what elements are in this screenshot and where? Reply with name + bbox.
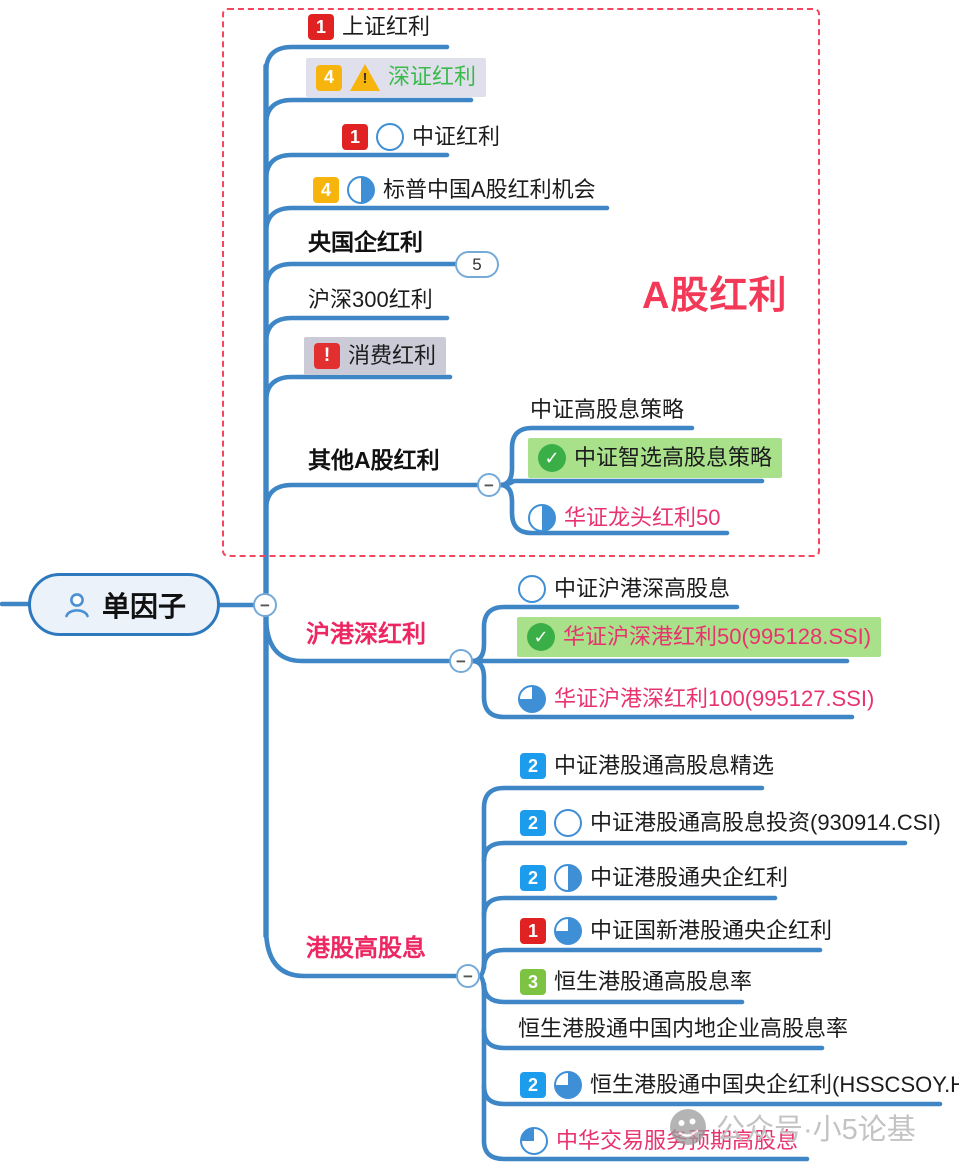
topic-hk-connect-select[interactable]: 2 中证港股通高股息精选 (520, 753, 775, 780)
branch-label: 沪港深红利 (306, 621, 426, 648)
check-icon: ✓ (538, 444, 566, 472)
priority-2-icon: 2 (520, 810, 546, 836)
watermark: 公众号·小5论基 (668, 1106, 916, 1148)
task-75-icon (518, 685, 546, 713)
topic-shenzheng-dividend[interactable]: 4 ! 深证红利 (306, 58, 487, 97)
topic-sp-china-a-dividend[interactable]: 4 标普中国A股红利机会 (313, 176, 596, 204)
branch-hk-high-dividend[interactable]: 港股高股息 (306, 935, 426, 964)
collapse-toggle-hksz[interactable]: − (449, 649, 473, 673)
topic-label: 中证港股通高股息精选 (554, 753, 775, 778)
exclamation-icon: ! (314, 343, 340, 370)
topic-label: 沪深300红利 (308, 287, 433, 312)
a-share-boundary-label: A股红利 (642, 275, 788, 317)
topic-consumer-dividend[interactable]: ! 消费红利 (304, 337, 447, 376)
wechat-icon (670, 1109, 706, 1145)
topic-zhongzheng-dividend[interactable]: 1 中证红利 (342, 123, 500, 151)
a-share-boundary (222, 8, 820, 557)
topic-label: 央国企红利 (308, 229, 423, 255)
topic-csi-hksz-high-dividend[interactable]: 中证沪港深高股息 (518, 575, 730, 603)
topic-csi-high-dividend-strategy[interactable]: 中证高股息策略 (530, 397, 684, 423)
root-label: 单因子 (101, 590, 186, 622)
topic-label: 中证国新港股通央企红利 (590, 917, 833, 943)
task-75-icon (554, 917, 582, 945)
topic-ces-expected-high-dividend[interactable]: 中华交易服务预期高股息 (520, 1127, 798, 1155)
collapse-toggle-root[interactable]: − (253, 593, 277, 617)
topic-label: 中证港股通央企红利 (590, 864, 789, 890)
watermark-text: 公众号·小5论基 (716, 1114, 916, 1146)
topic-hk-connect-soe-dividend[interactable]: 2 中证港股通央企红利 (520, 864, 788, 892)
topic-label: 华证沪深港红利50(995128.SSI) (563, 623, 872, 649)
topic-hsi-china-soe-dividend[interactable]: 2 恒生港股通中国央企红利(HSSCSOY.HI) (520, 1071, 959, 1099)
topic-guoxin-hk-connect-soe[interactable]: 1 中证国新港股通央企红利 (520, 917, 832, 945)
collapse-toggle-other-ashare[interactable]: − (477, 473, 501, 497)
topic-csi-smart-high-dividend[interactable]: ✓ 中证智选高股息策略 (528, 438, 783, 478)
topic-label: 中证港股通高股息投资(930914.CSI) (590, 809, 941, 835)
priority-1-icon: 1 (342, 124, 368, 150)
topic-label: 恒生港股通中国内地企业高股息率 (518, 1016, 849, 1041)
priority-1-icon: 1 (308, 14, 334, 41)
task-25-icon (520, 1127, 548, 1155)
topic-hs300-dividend[interactable]: 沪深300红利 (308, 287, 433, 313)
topic-huazheng-hksz-dividend-50[interactable]: ✓ 华证沪深港红利50(995128.SSI) (517, 617, 882, 657)
priority-2-icon: 2 (520, 865, 546, 891)
topic-other-a-share-dividend[interactable]: 其他A股红利 (308, 447, 440, 475)
priority-4-icon: 4 (316, 64, 342, 91)
topic-label: 深证红利 (388, 64, 477, 90)
task-0-icon (376, 123, 404, 151)
task-50-icon (347, 176, 375, 204)
topic-label: 标普中国A股红利机会 (383, 176, 596, 202)
task-0-icon (518, 575, 546, 603)
collapse-toggle-hk[interactable]: − (456, 964, 480, 988)
topic-label: 中证红利 (412, 123, 501, 149)
topic-label: 恒生港股通高股息率 (554, 969, 753, 994)
topic-hk-connect-invest[interactable]: 2 中证港股通高股息投资(930914.CSI) (520, 809, 941, 837)
person-icon (65, 592, 89, 617)
branch-hksz-dividend[interactable]: 沪港深红利 (306, 621, 426, 650)
topic-label: 其他A股红利 (308, 447, 440, 473)
task-75-icon (554, 1071, 582, 1099)
topic-label: 中证沪港深高股息 (554, 575, 731, 601)
root-topic[interactable]: 单因子 (28, 573, 220, 636)
topic-label: 华证龙头红利50 (564, 504, 721, 530)
collapsed-count-badge[interactable]: 5 (455, 251, 499, 278)
topic-soe-dividend[interactable]: 央国企红利 (308, 229, 423, 257)
priority-1-icon: 1 (520, 918, 546, 944)
task-50-icon (554, 864, 582, 892)
task-50-icon (528, 504, 556, 532)
topic-label: 恒生港股通中国央企红利(HSSCSOY.HI) (590, 1071, 959, 1097)
topic-label: 中证高股息策略 (530, 397, 685, 422)
topic-shangzheng-dividend[interactable]: 1 上证红利 (308, 14, 431, 41)
priority-2-icon: 2 (520, 1072, 546, 1098)
topic-hsi-mainland-high-yield[interactable]: 恒生港股通中国内地企业高股息率 (518, 1016, 848, 1042)
topic-label: 消费红利 (348, 343, 437, 368)
task-0-icon (554, 809, 582, 837)
topic-huazheng-hksz-dividend-100[interactable]: 华证沪港深红利100(995127.SSI) (518, 685, 874, 713)
priority-4-icon: 4 (313, 177, 339, 203)
priority-3-icon: 3 (520, 969, 546, 996)
warning-icon: ! (350, 64, 380, 91)
topic-label: 华证沪港深红利100(995127.SSI) (554, 685, 875, 711)
branch-label: 港股高股息 (306, 935, 426, 962)
priority-2-icon: 2 (520, 753, 546, 780)
check-icon: ✓ (527, 623, 555, 651)
topic-label: 中证智选高股息策略 (574, 444, 773, 470)
topic-hsi-hk-connect-high-yield[interactable]: 3 恒生港股通高股息率 (520, 969, 753, 996)
topic-label: 上证红利 (342, 14, 431, 39)
topic-huazheng-leader-dividend-50[interactable]: 华证龙头红利50 (528, 504, 720, 532)
